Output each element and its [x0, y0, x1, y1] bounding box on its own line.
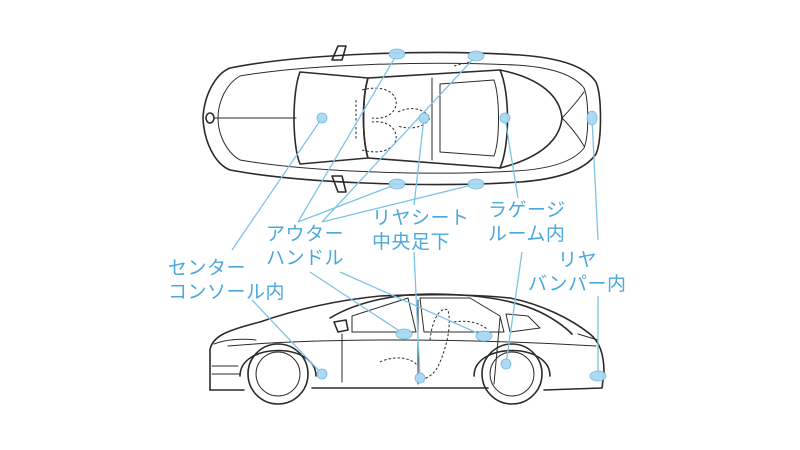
- label-rear-seat-line1: リヤシート: [372, 207, 470, 229]
- marker-bumper-side: [589, 370, 607, 382]
- marker-handle-rear-right: [467, 178, 485, 190]
- label-rear-seat: リヤシート 中央足下: [372, 206, 470, 254]
- label-rear-bumper: リヤ バンパー内: [528, 248, 626, 296]
- marker-console-top: [316, 112, 328, 124]
- marker-luggage-side: [500, 358, 512, 370]
- marker-luggage-top: [499, 112, 511, 124]
- label-luggage: ラゲージ ルーム内: [488, 198, 566, 246]
- label-rear-bumper-line2: バンパー内: [528, 273, 627, 295]
- car-top-view: [202, 45, 602, 193]
- label-center-console: センター コンソール内: [168, 256, 285, 304]
- label-luggage-line2: ルーム内: [488, 223, 566, 245]
- car-side-view: [209, 293, 605, 405]
- marker-rearseat-top: [418, 112, 430, 124]
- label-outer-handle: アウター ハンドル: [266, 222, 344, 270]
- leader-lines: [231, 53, 599, 379]
- marker-console-side: [316, 368, 328, 380]
- marker-handle-front-right: [388, 178, 406, 190]
- label-luggage-line1: ラゲージ: [488, 199, 566, 221]
- marker-handle-front-left: [388, 48, 406, 60]
- label-center-console-line2: コンソール内: [168, 281, 286, 303]
- marker-handle-rear-left: [467, 50, 485, 62]
- marker-handle-side-rear: [475, 330, 493, 342]
- marker-bumper-top: [586, 110, 598, 126]
- antenna-markers: [316, 48, 607, 384]
- label-outer-handle-line1: アウター: [266, 223, 345, 245]
- marker-rearseat-side: [414, 372, 426, 384]
- label-rear-seat-line2: 中央足下: [372, 231, 451, 253]
- marker-handle-side-front: [395, 328, 413, 340]
- label-center-console-line1: センター: [168, 257, 247, 279]
- label-rear-bumper-line1: リヤ: [558, 249, 598, 271]
- label-outer-handle-line2: ハンドル: [266, 247, 345, 269]
